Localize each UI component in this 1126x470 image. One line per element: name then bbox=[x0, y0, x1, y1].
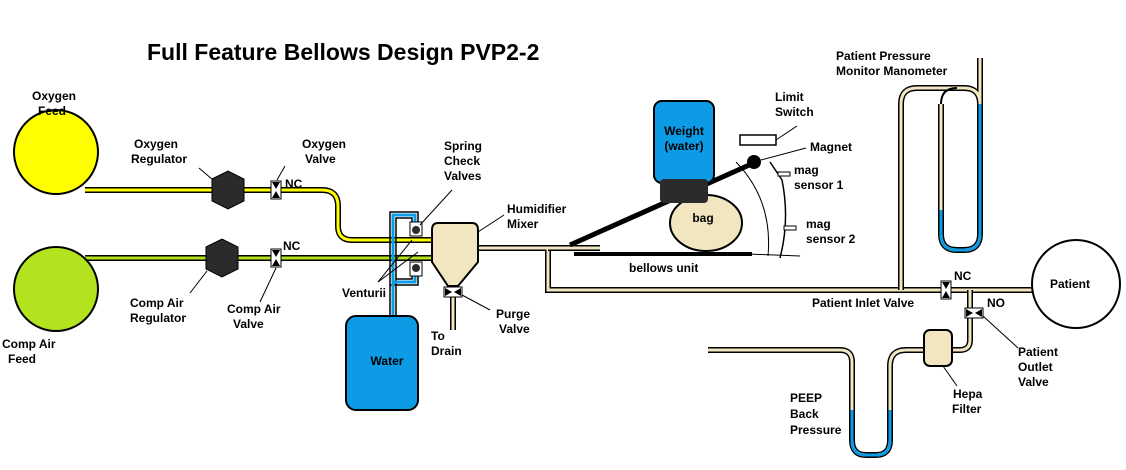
patient-inlet-valve bbox=[940, 280, 952, 300]
bellows-arm bbox=[568, 159, 758, 248]
patient-outlet-leader bbox=[982, 315, 1019, 349]
magnet bbox=[747, 155, 761, 169]
purge-valve bbox=[443, 286, 463, 298]
oxygen-regulator-label-1: Oxygen bbox=[134, 137, 178, 151]
patient-inlet-valve-state: NC bbox=[954, 269, 972, 283]
oxygen-feed-label-2: Feed bbox=[38, 104, 66, 118]
patient bbox=[1031, 239, 1121, 329]
to-drain-label-1: To bbox=[431, 329, 445, 343]
oxygen-line bbox=[85, 187, 432, 243]
hepa-filter-label-2: Filter bbox=[952, 402, 982, 416]
venturi-leader-2 bbox=[377, 239, 413, 283]
bellows-unit-label: bellows unit bbox=[629, 261, 698, 275]
weight-label-1: Weight bbox=[664, 124, 704, 138]
manometer-line bbox=[898, 58, 983, 290]
comp-air-valve-label-2: Valve bbox=[233, 317, 264, 331]
spring-check-valve-bottom bbox=[409, 261, 423, 277]
oxygen-valve-label-1: Oxygen bbox=[302, 137, 346, 151]
purge-valve-label-2: Valve bbox=[499, 322, 530, 336]
humidifier-mixer bbox=[431, 222, 479, 287]
mag-sensor-1-label-2: sensor 1 bbox=[794, 178, 844, 192]
weight-label-2: (water) bbox=[664, 139, 703, 153]
patient-outlet-label-2: Outlet bbox=[1018, 360, 1053, 374]
comp-air-regulator-label-2: Regulator bbox=[130, 311, 186, 325]
mag-sensor-2-label-1: mag bbox=[806, 217, 831, 231]
limit-switch bbox=[739, 134, 777, 146]
comp-air-valve-state: NC bbox=[283, 239, 301, 253]
peep-label-2: Back bbox=[790, 407, 819, 421]
comp-air-regulator-label-1: Comp Air bbox=[130, 296, 184, 310]
peep-label-3: Pressure bbox=[790, 423, 842, 437]
spring-check-leader bbox=[419, 189, 453, 226]
comp-air-feed-label-2: Feed bbox=[8, 352, 36, 366]
comp-air-regulator-leader bbox=[189, 270, 208, 294]
water-reservoir bbox=[345, 315, 419, 411]
hepa-filter bbox=[923, 329, 953, 367]
patient-inlet-valve-label: Patient Inlet Valve bbox=[812, 296, 914, 310]
comp-air-valve-label-1: Comp Air bbox=[227, 302, 281, 316]
oxygen-valve-label-2: Valve bbox=[305, 152, 336, 166]
to-drain-label-2: Drain bbox=[431, 344, 462, 358]
bag-label: bag bbox=[692, 211, 713, 225]
limit-switch-label-1: Limit bbox=[775, 90, 804, 104]
limit-switch-label-2: Switch bbox=[775, 105, 814, 119]
oxygen-valve-state: NC bbox=[285, 177, 303, 191]
oxygen-regulator-leader bbox=[198, 167, 214, 181]
comp-air-valve bbox=[270, 248, 282, 268]
oxygen-valve-leader bbox=[276, 165, 286, 181]
spring-check-label-2: Check bbox=[444, 154, 480, 168]
oxygen-feed-tank bbox=[13, 109, 99, 195]
weight-base bbox=[660, 179, 708, 203]
spring-check-valve-top bbox=[409, 221, 423, 237]
patient-label: Patient bbox=[1050, 277, 1090, 291]
patient-outlet-valve bbox=[964, 307, 984, 319]
purge-valve-label-1: Purge bbox=[496, 307, 530, 321]
oxygen-feed-label-1: Oxygen bbox=[32, 89, 76, 103]
diagram-title: Full Feature Bellows Design PVP2-2 bbox=[147, 39, 539, 65]
peep-label-1: PEEP bbox=[790, 391, 822, 405]
comp-air-feed-tank bbox=[13, 246, 99, 332]
comp-air-feed-label-1: Comp Air bbox=[2, 337, 56, 351]
spring-check-label-1: Spring bbox=[444, 139, 482, 153]
mixed-gas-line bbox=[478, 245, 1034, 293]
oxygen-regulator bbox=[211, 170, 245, 210]
limit-switch-leader bbox=[775, 125, 798, 141]
spring-check-label-3: Valves bbox=[444, 169, 482, 183]
mag-sensor-2 bbox=[783, 225, 797, 231]
comp-air-valve-leader bbox=[259, 267, 277, 303]
manometer-label-2: Monitor Manometer bbox=[836, 64, 948, 78]
outlet-line bbox=[708, 290, 973, 458]
patient-outlet-label-3: Valve bbox=[1018, 375, 1049, 389]
mag-sensor-2-label-2: sensor 2 bbox=[806, 232, 856, 246]
oxygen-valve bbox=[270, 180, 282, 200]
oxygen-line-fill bbox=[85, 188, 432, 242]
comp-air-regulator bbox=[205, 238, 239, 278]
mag-sensor-1 bbox=[777, 171, 791, 177]
patient-outlet-valve-state: NO bbox=[987, 296, 1005, 310]
venturi-label: Venturii bbox=[342, 286, 386, 300]
humidifier-leader bbox=[477, 214, 505, 233]
hepa-filter-leader bbox=[942, 365, 958, 387]
humidifier-label-1: Humidifier bbox=[507, 202, 567, 216]
oxygen-regulator-label-2: Regulator bbox=[131, 152, 187, 166]
magnet-label: Magnet bbox=[810, 140, 852, 154]
manometer-label-1: Patient Pressure bbox=[836, 49, 931, 63]
mag-sensor-1-label-1: mag bbox=[794, 163, 819, 177]
water-label: Water bbox=[371, 354, 404, 368]
purge-valve-leader bbox=[461, 294, 491, 311]
humidifier-label-2: Mixer bbox=[507, 217, 539, 231]
venturi-leader-1 bbox=[377, 251, 419, 283]
hepa-filter-label-1: Hepa bbox=[953, 387, 983, 401]
patient-outlet-label-1: Patient bbox=[1018, 345, 1058, 359]
magnet-leader bbox=[760, 147, 807, 161]
